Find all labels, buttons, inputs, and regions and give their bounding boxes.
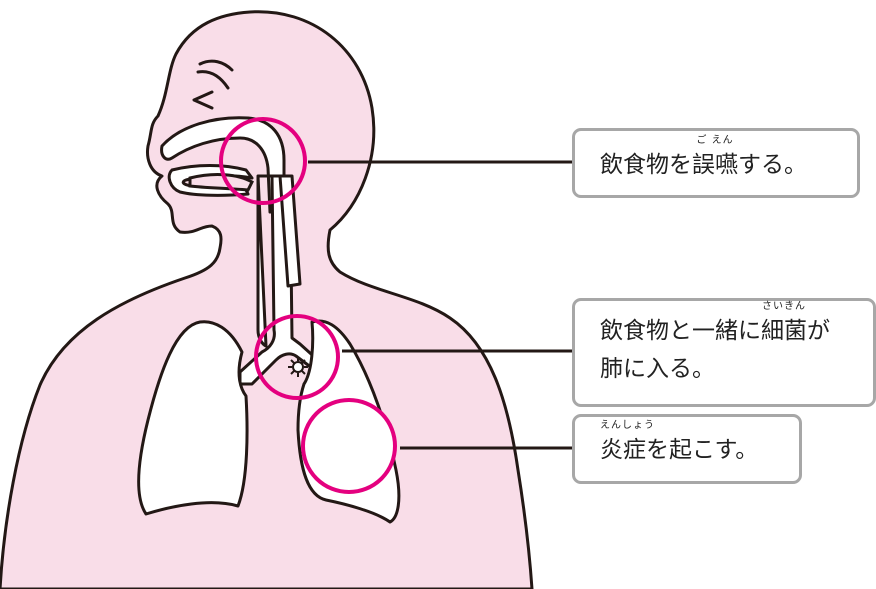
- nose-mark: [192, 90, 214, 110]
- brow-mark: [198, 59, 234, 72]
- callout-text: 飲食物と一緒に: [600, 318, 761, 344]
- ruby-word: ご えん誤嚥: [692, 135, 738, 180]
- ruby-reading: えんしょう: [600, 420, 655, 431]
- callout-text: 飲食物を: [600, 152, 692, 178]
- callout-bacteria: 飲食物と一緒にさいきん細菌が 肺に入る。: [572, 298, 876, 407]
- highlight-ring-bronchus: [254, 314, 340, 400]
- ruby-word: さいきん細菌: [761, 301, 807, 346]
- tongue: [188, 173, 254, 192]
- callout-line: 飲食物をご えん誤嚥する。: [600, 135, 857, 180]
- callout-line: 肺に入る。: [600, 354, 873, 384]
- callout-text: が: [807, 318, 830, 344]
- highlight-ring-lung: [301, 398, 397, 494]
- ruby-reading: さいきん: [762, 301, 806, 312]
- ruby-reading: ご えん: [696, 135, 734, 146]
- eye-mark: [196, 70, 230, 90]
- ruby-word: えんしょう炎症: [600, 420, 654, 465]
- left-lung: [137, 320, 249, 516]
- callout-inflammation: えんしょう炎症を起こす。: [572, 414, 802, 484]
- callout-line: えんしょう炎症を起こす。: [600, 420, 799, 465]
- body-silhouette: [0, 10, 534, 589]
- callout-text: 炎症: [600, 437, 646, 463]
- callout-line: 飲食物と一緒にさいきん細菌が: [600, 301, 873, 346]
- callout-text: 細菌: [761, 318, 807, 344]
- bacteria-icon: [288, 357, 308, 377]
- callout-text: 肺に入る。: [600, 356, 715, 382]
- highlight-ring-throat: [219, 117, 307, 205]
- callout-aspiration: 飲食物をご えん誤嚥する。: [572, 128, 860, 198]
- esophagus: [278, 174, 302, 288]
- callout-text: 誤嚥: [692, 152, 738, 178]
- nasal-cavity: [160, 116, 286, 214]
- callout-text: する。: [738, 152, 807, 178]
- callout-text: を起こす。: [646, 437, 759, 463]
